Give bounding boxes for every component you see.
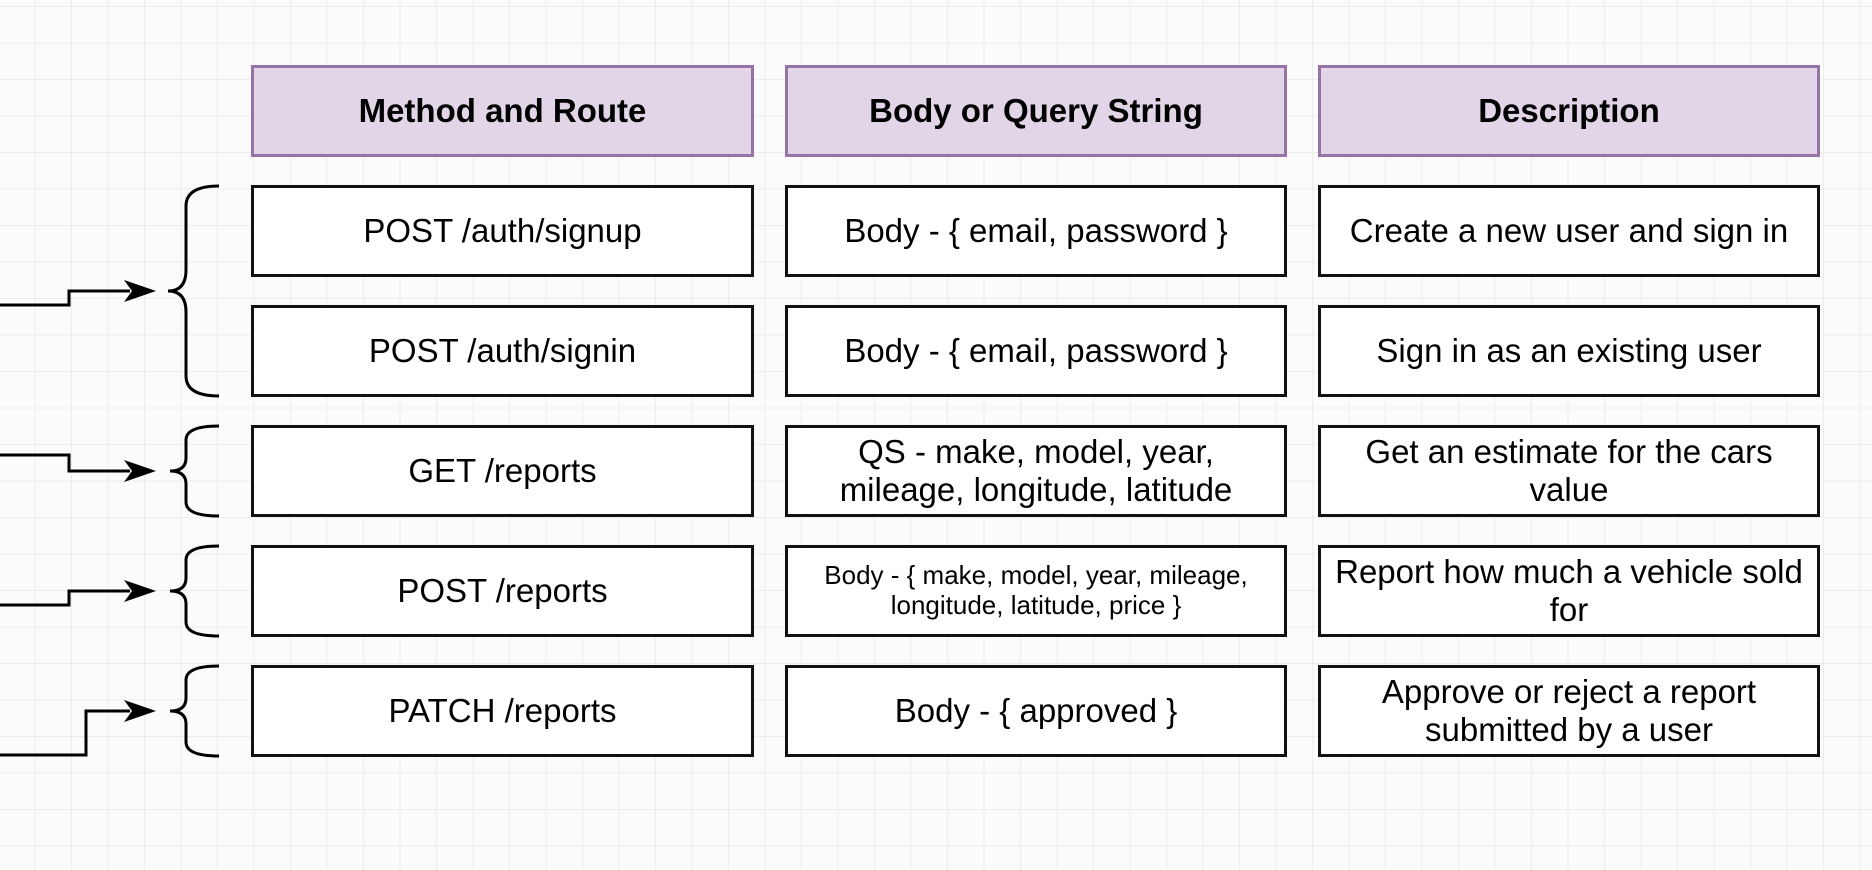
description-cell: Create a new user and sign in [1318,185,1820,277]
body-cell: Body - { email, password } [785,185,1287,277]
description-cell: Get an estimate for the cars value [1318,425,1820,517]
curly-brace-icon [169,544,220,638]
description-cell: Sign in as an existing user [1318,305,1820,397]
connector-line [0,709,130,757]
route-cell: GET /reports [251,425,754,517]
route-cell: POST /auth/signin [251,305,754,397]
description-cell: Approve or reject a report submitted by … [1318,665,1820,757]
curly-brace-icon [169,664,220,758]
route-cell: PATCH /reports [251,665,754,757]
connector-line [0,289,130,307]
arrow-icon [124,580,156,602]
body-cell: QS - make, model, year, mileage, longitu… [785,425,1287,517]
connector-line [0,453,130,473]
arrow-icon [124,280,156,302]
route-cell: POST /auth/signup [251,185,754,277]
route-cell: POST /reports [251,545,754,637]
header-method-and-route: Method and Route [251,65,754,157]
curly-brace-icon [167,184,220,398]
header-body-or-query-string: Body or Query String [785,65,1287,157]
arrow-icon [124,460,156,482]
body-cell: Body - { approved } [785,665,1287,757]
curly-brace-icon [169,424,220,518]
arrow-icon [124,700,156,722]
description-cell: Report how much a vehicle sold for [1318,545,1820,637]
body-cell: Body - { email, password } [785,305,1287,397]
connector-line [0,589,130,607]
header-description: Description [1318,65,1820,157]
body-cell: Body - { make, model, year, mileage, lon… [785,545,1287,637]
